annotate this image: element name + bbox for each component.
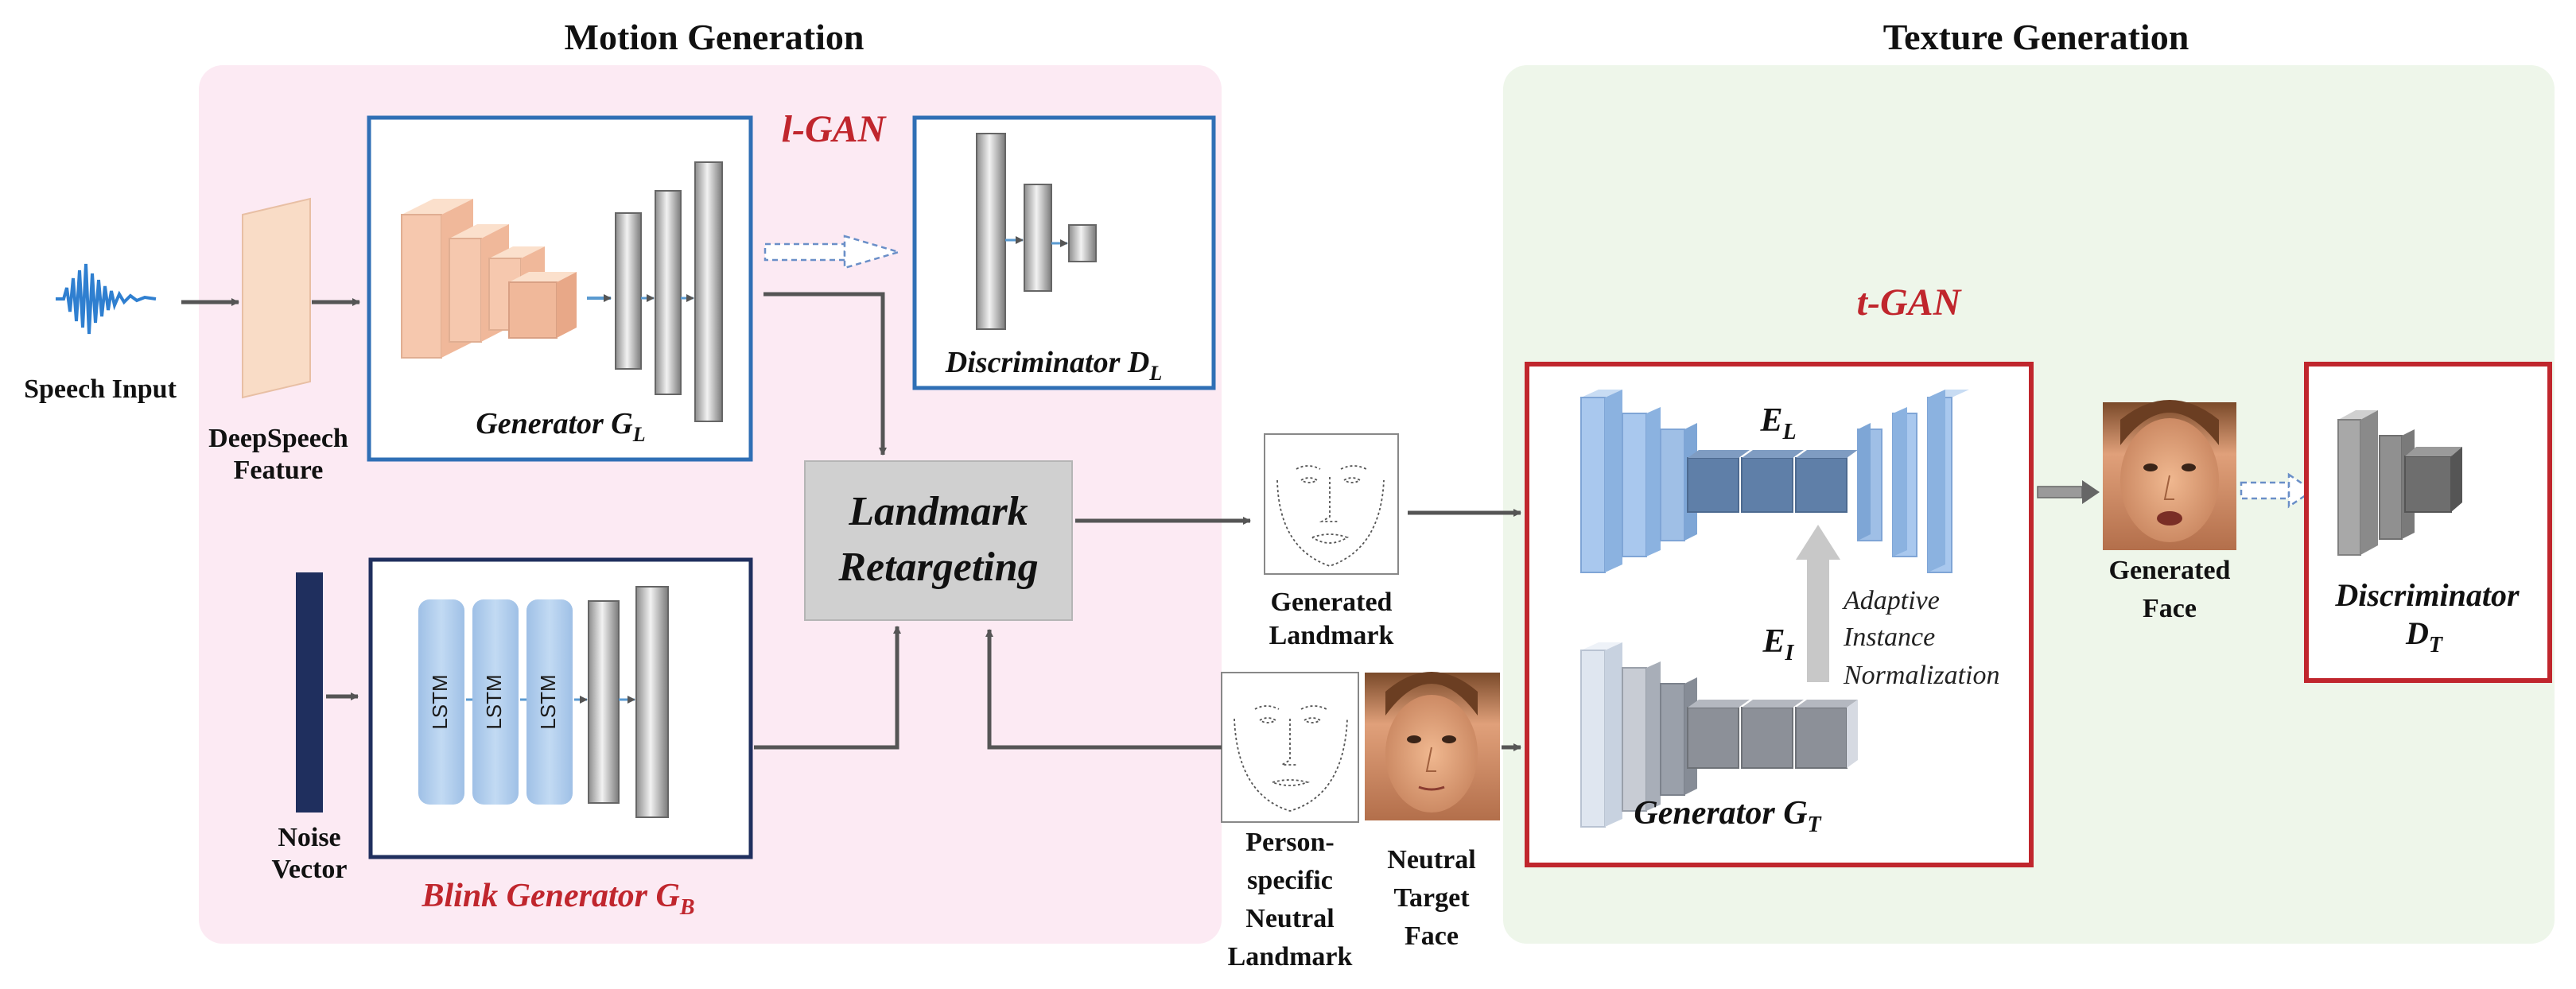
generated-landmark-sketch	[1276, 465, 1385, 567]
identity-encoder	[1580, 642, 1858, 828]
deepspeech-label-line1: DeepSpeech	[208, 424, 348, 453]
svg-text:LSTM: LSTM	[482, 674, 506, 729]
t-gan-label: t-GAN	[1857, 281, 1963, 324]
generated-landmark-line1: Generated	[1271, 588, 1393, 617]
neutral-target-line1: Neutral	[1387, 845, 1475, 875]
lstm-block-2: LSTM	[472, 599, 519, 805]
person-specific-line3: Neutral	[1245, 904, 1334, 933]
neutral-target-line2: Target	[1393, 883, 1470, 913]
deepspeech-label-line2: Feature	[234, 456, 324, 485]
noise-vector-bar	[296, 572, 323, 813]
landmark-retargeting-line2: Retargeting	[837, 545, 1038, 590]
blink-decoder-bar-1	[588, 600, 620, 804]
adversarial-arrow-t	[2240, 472, 2315, 509]
landmark-retargeting-line1: Landmark	[848, 489, 1028, 534]
el-label: EL	[1759, 402, 1796, 444]
adversarial-arrow-l	[763, 235, 903, 270]
motion-generation-title: Motion Generation	[565, 17, 864, 57]
speech-input-label: Speech Input	[24, 374, 177, 404]
adain-line1: Adaptive	[1842, 586, 1940, 615]
lstm-block-3: LSTM	[526, 599, 573, 805]
deepspeech-feature-block	[242, 197, 311, 399]
blink-generator-label: Blink Generator GB	[421, 878, 694, 920]
ei-label: EI	[1762, 623, 1795, 665]
generated-face-line2: Face	[2143, 594, 2197, 623]
adain-line2: Instance	[1843, 622, 1935, 652]
discriminator-dl-label: Discriminator DL	[945, 346, 1162, 385]
l-gan-label: l-GAN	[782, 108, 888, 150]
lstm-block-1: LSTM	[418, 599, 464, 805]
neutral-landmark-sketch	[1234, 705, 1348, 812]
discriminator-dt-layers	[2337, 410, 2462, 556]
noise-vector-line1: Noise	[278, 823, 340, 852]
person-specific-line2: specific	[1247, 866, 1333, 895]
adain-arrow	[1796, 525, 1840, 682]
noise-vector-line2: Vector	[271, 855, 347, 884]
discriminator-dt-line2: DT	[2405, 615, 2444, 657]
generator-gl-label: Generator GL	[476, 407, 645, 446]
generated-landmark-line2: Landmark	[1269, 621, 1394, 650]
svg-text:LSTM: LSTM	[536, 674, 560, 729]
generated-face-line1: Generated	[2109, 556, 2231, 585]
generator-gt-label: Generator GT	[1634, 795, 1822, 837]
discriminator-dl-layers	[976, 133, 1097, 330]
neutral-target-line3: Face	[1405, 921, 1459, 951]
generated-face-photo	[2103, 400, 2236, 550]
adain-line3: Normalization	[1843, 661, 1999, 690]
discriminator-dt-line1: Discriminator	[2334, 577, 2520, 613]
neutral-target-face-photo	[1365, 672, 1500, 820]
landmark-retargeting-box	[804, 460, 1073, 621]
landmark-encoder-decoder	[1580, 390, 1969, 573]
blink-decoder-bar-2	[635, 586, 669, 818]
texture-generation-title: Texture Generation	[1883, 17, 2189, 57]
person-specific-line4: Landmark	[1228, 942, 1353, 972]
svg-text:LSTM: LSTM	[428, 674, 452, 729]
discriminator-dl-box	[912, 115, 1216, 390]
person-specific-line1: Person-	[1245, 828, 1334, 857]
waveform-icon	[56, 263, 157, 335]
generated-landmark-image	[1264, 433, 1399, 575]
output-arrow	[2037, 480, 2100, 504]
generator-gl-encoder	[401, 199, 577, 359]
generator-gl-decoder	[615, 161, 723, 422]
